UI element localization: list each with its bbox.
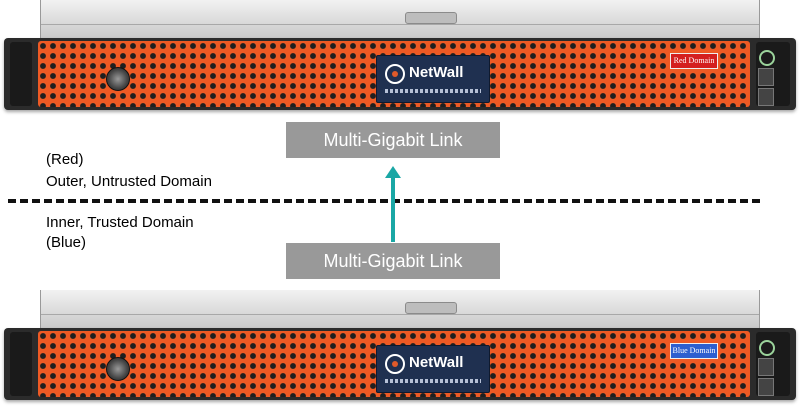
orange-grille: NetWall Red Domain <box>38 41 750 107</box>
usb-port <box>758 358 774 376</box>
red-tag-label: (Red) <box>46 151 84 168</box>
brand-name: NetWall <box>409 354 464 371</box>
blue-tag-label: (Blue) <box>46 234 87 251</box>
multi-gigabit-link-top: Multi-Gigabit Link <box>286 122 500 158</box>
logo-tagline <box>385 379 481 383</box>
arrow-up-icon <box>385 166 401 178</box>
red-domain-badge: Red Domain <box>670 53 718 69</box>
netwall-logo: NetWall <box>376 345 490 393</box>
chassis-latch <box>405 12 457 24</box>
brand-name: NetWall <box>409 64 464 81</box>
rack-ear-left <box>10 332 32 396</box>
lock-icon <box>106 67 130 91</box>
chassis-seam <box>41 314 759 315</box>
rack-ear-left <box>10 42 32 106</box>
chassis-latch <box>405 302 457 314</box>
target-icon <box>385 354 405 374</box>
usb-port <box>758 68 774 86</box>
power-icon <box>759 50 775 66</box>
rack-ear-right <box>756 332 790 396</box>
server-front-bezel: NetWall Blue Domain <box>4 328 796 400</box>
inner-domain-label: Inner, Trusted Domain <box>46 214 194 231</box>
rack-ear-right <box>756 42 790 106</box>
netwall-logo: NetWall <box>376 55 490 103</box>
server-chassis <box>40 290 760 329</box>
one-way-arrow-shaft <box>391 176 395 242</box>
domain-boundary-line <box>8 199 760 203</box>
usb-port <box>758 378 774 396</box>
power-icon <box>759 340 775 356</box>
server-front-bezel: NetWall Red Domain <box>4 38 796 110</box>
logo-tagline <box>385 89 481 93</box>
blue-domain-server: NetWall Blue Domain <box>0 290 800 406</box>
outer-domain-label: Outer, Untrusted Domain <box>46 173 212 190</box>
usb-port <box>758 88 774 106</box>
red-domain-server: NetWall Red Domain <box>0 0 800 116</box>
blue-domain-badge: Blue Domain <box>670 343 718 359</box>
server-chassis <box>40 0 760 39</box>
lock-icon <box>106 357 130 381</box>
multi-gigabit-link-bottom: Multi-Gigabit Link <box>286 243 500 279</box>
chassis-seam <box>41 24 759 25</box>
orange-grille: NetWall Blue Domain <box>38 331 750 397</box>
target-icon <box>385 64 405 84</box>
